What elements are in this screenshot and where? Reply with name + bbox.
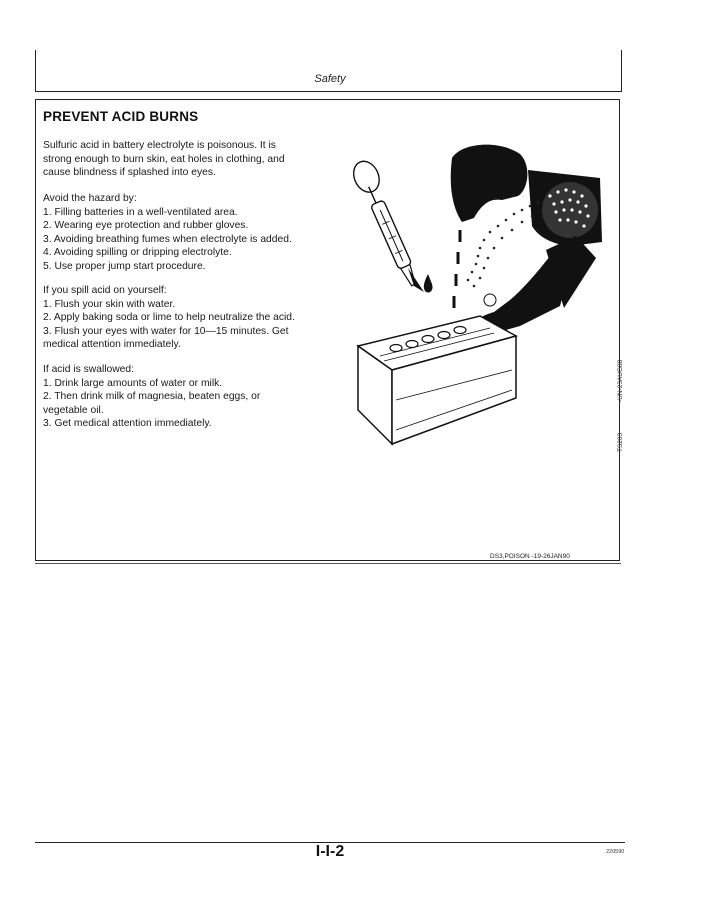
footer-code: 220590 [606,849,625,855]
gloved-hand [472,256,564,333]
fume-dots [548,188,590,228]
intro-line: Sulfuric acid in battery electrolyte is … [43,140,276,151]
drip-dashes [452,210,464,308]
safety-title: PREVENT ACID BURNS [43,109,199,124]
list-item: 1. Flush your skin with water. [43,298,176,310]
spill-heading: If you spill acid on yourself: [43,285,167,296]
header-right-rule [621,50,622,92]
side-code-date: -UN-23AUG88 [617,359,624,402]
list-item: 5. Use proper jump start procedure. [43,260,206,272]
battery-grid [379,327,495,362]
avoid-heading: Avoid the hazard by: [43,193,137,204]
intro-line: strong enough to burn skin, eat holes in… [43,153,285,165]
battery-side-lines [395,369,513,431]
side-code-figure: TS203 [617,432,624,452]
wrist [546,236,596,308]
intro-line: cause blindness if splashed into eyes. [43,167,216,179]
list-item: 4. Avoiding spilling or dripping electro… [43,247,232,259]
list-item: 3. Avoiding breathing fumes when electro… [43,233,292,245]
header-left-rule [35,50,36,92]
swallow-list: If acid is swallowed: 1. Drink large amo… [43,363,338,431]
spark-mark: ✕ [460,193,468,203]
battery-acid-hazard-illustration: ✕ [352,144,602,446]
swallow-heading: If acid is swallowed: [43,364,134,375]
list-item: 1. Drink large amounts of water or milk. [43,377,223,389]
fume-cloud [542,182,598,238]
splash [483,293,497,307]
list-item: vegetable oil. [43,404,104,416]
list-item: 3. Flush your eyes with water for 10—15 … [43,325,289,337]
section-title: Safety [314,73,346,85]
box-footer-code: DS3,POISON -19-26JAN90 [490,553,570,560]
drip-arrow [408,268,424,292]
safety-box [35,99,620,561]
list-item: 3. Get medical attention immediately. [43,418,212,430]
list-item: 2. Apply baking soda or lime to help neu… [43,312,295,324]
list-item: 2. Wearing eye protection and rubber glo… [43,220,249,232]
avoid-list: Avoid the hazard by: 1. Filling batterie… [43,192,338,274]
battery-caps [389,325,467,353]
battery [356,315,518,446]
spill-list: If you spill acid on yourself: 1. Flush … [43,284,338,352]
list-item: 2. Then drink milk of magnesia, beaten e… [43,391,261,403]
intro-paragraph: Sulfuric acid in battery electrolyte is … [43,139,338,180]
fume-trail [466,200,540,288]
safety-box-shadow-rule [35,563,621,564]
head-silhouette [450,144,528,222]
acid-drop [423,274,433,293]
list-item: 1. Filling batteries in a well-ventilate… [43,206,238,218]
hydrometer [352,160,417,287]
page-number: I-I-2 [315,843,345,860]
footer-rule [35,842,625,843]
list-item: medical attention immediately. [43,339,181,351]
header-rule [35,91,622,92]
